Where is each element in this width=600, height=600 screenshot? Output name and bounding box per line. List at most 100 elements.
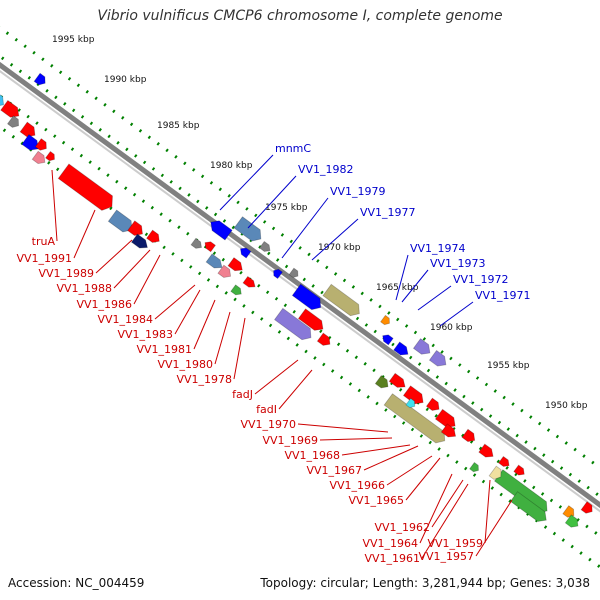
gene-feature xyxy=(130,233,148,249)
gene-arrow xyxy=(513,464,525,476)
label-connector xyxy=(341,444,411,456)
label-connector xyxy=(174,289,201,335)
gene-label-reverse: VV1_1966 xyxy=(329,479,385,492)
gene-feature xyxy=(217,264,232,278)
gene-arrow xyxy=(291,283,322,311)
gene-feature xyxy=(428,349,447,367)
gene-arrow xyxy=(205,253,223,269)
gene-feature xyxy=(383,393,446,444)
label-connector xyxy=(73,209,96,259)
label-connector xyxy=(95,239,133,274)
tick-line-1 xyxy=(0,25,600,470)
gene-feature xyxy=(564,514,579,528)
gene-arrow xyxy=(34,138,47,151)
gene-label-reverse: VV1_1968 xyxy=(284,449,340,462)
gene-arrow xyxy=(316,332,331,346)
gene-feature xyxy=(297,308,324,331)
gene-feature xyxy=(242,275,256,288)
label-connector xyxy=(431,479,464,528)
gene-feature xyxy=(273,268,283,280)
gene-arrow xyxy=(322,283,360,317)
gene-feature xyxy=(230,284,242,296)
tick-line-2 xyxy=(0,54,600,499)
gene-arrow xyxy=(242,275,256,288)
gene-feature xyxy=(21,134,39,151)
gene-arrow xyxy=(45,150,55,162)
gene-arrow xyxy=(31,150,46,165)
gene-label-reverse: VV1_1989 xyxy=(38,267,94,280)
kbp-tick-label: 1960 kbp xyxy=(430,323,473,333)
gene-arrow xyxy=(217,264,232,278)
kbp-tick-label: 1995 kbp xyxy=(52,35,95,45)
label-connector xyxy=(193,299,216,350)
label-connector xyxy=(484,479,491,544)
gene-feature xyxy=(33,72,46,86)
gene-arrow xyxy=(230,284,242,296)
gene-label-reverse: VV1_1978 xyxy=(176,373,232,386)
gene-label-reverse: truA xyxy=(32,235,56,248)
gene-arrow xyxy=(380,314,390,326)
gene-arrow xyxy=(204,241,216,253)
kbp-tick-label: 1985 kbp xyxy=(157,121,200,131)
accession-text: Accession: NC_004459 xyxy=(8,576,145,590)
gene-arrow xyxy=(288,267,299,278)
label-connector xyxy=(113,249,151,289)
gene-label-reverse: VV1_1965 xyxy=(348,494,404,507)
gene-label-reverse: VV1_1986 xyxy=(76,298,132,311)
gene-label-forward: VV1_1977 xyxy=(360,206,416,219)
label-connector xyxy=(281,197,329,259)
gene-feature xyxy=(0,99,20,118)
label-connector xyxy=(154,284,196,320)
gene-arrow xyxy=(488,465,502,480)
label-connector xyxy=(233,317,246,380)
kbp-tick-label: 1980 kbp xyxy=(210,161,253,171)
gene-arrow xyxy=(509,491,547,522)
kbp-tick-label: 1955 kbp xyxy=(487,361,530,371)
genome-summary-text: Topology: circular; Length: 3,281,944 bp… xyxy=(260,576,590,590)
gene-feature xyxy=(258,240,271,252)
gene-arrow xyxy=(0,91,5,107)
gene-arrow xyxy=(374,375,389,389)
gene-label-forward: VV1_1974 xyxy=(410,242,466,255)
label-connector xyxy=(219,154,274,211)
gene-arrow xyxy=(210,220,233,241)
gene-arrow xyxy=(107,209,133,233)
label-connector xyxy=(417,285,452,311)
gene-feature xyxy=(513,464,525,476)
gene-feature xyxy=(322,283,360,317)
gene-label-reverse: VV1_1981 xyxy=(136,343,192,356)
gene-feature xyxy=(402,385,424,405)
gene-arrow xyxy=(297,308,324,331)
gene-arrow xyxy=(393,341,409,356)
gene-feature xyxy=(388,372,406,388)
gene-arrow xyxy=(127,220,143,236)
gene-label-reverse: VV1_1964 xyxy=(362,537,418,550)
gene-label-reverse: VV1_1967 xyxy=(306,464,362,477)
gene-feature xyxy=(31,150,46,165)
kbp-tick-label: 1990 kbp xyxy=(104,75,147,85)
gene-arrow xyxy=(383,393,446,444)
tick-line-3 xyxy=(0,94,600,538)
gene-feature xyxy=(498,455,510,467)
label-connector xyxy=(475,499,513,557)
gene-arrow xyxy=(564,514,579,528)
gene-feature xyxy=(440,423,457,438)
gene-feature xyxy=(405,397,416,409)
gene-feature xyxy=(146,229,160,243)
gene-label-reverse: fadI xyxy=(256,403,277,416)
gene-feature xyxy=(45,150,55,162)
gene-arrow xyxy=(461,428,476,443)
tick-line-4 xyxy=(0,125,600,569)
gene-arrow xyxy=(274,307,312,341)
gene-label-reverse: VV1_1983 xyxy=(117,328,173,341)
gene-feature xyxy=(204,241,216,253)
gene-arrow xyxy=(146,229,160,243)
gene-arrow xyxy=(233,216,262,242)
gene-feature xyxy=(469,461,479,473)
gene-feature xyxy=(233,216,262,242)
gene-arrow xyxy=(21,134,39,151)
gene-feature xyxy=(374,375,389,389)
gene-arrow xyxy=(6,115,19,128)
kbp-tick-label: 1965 kbp xyxy=(376,283,419,293)
